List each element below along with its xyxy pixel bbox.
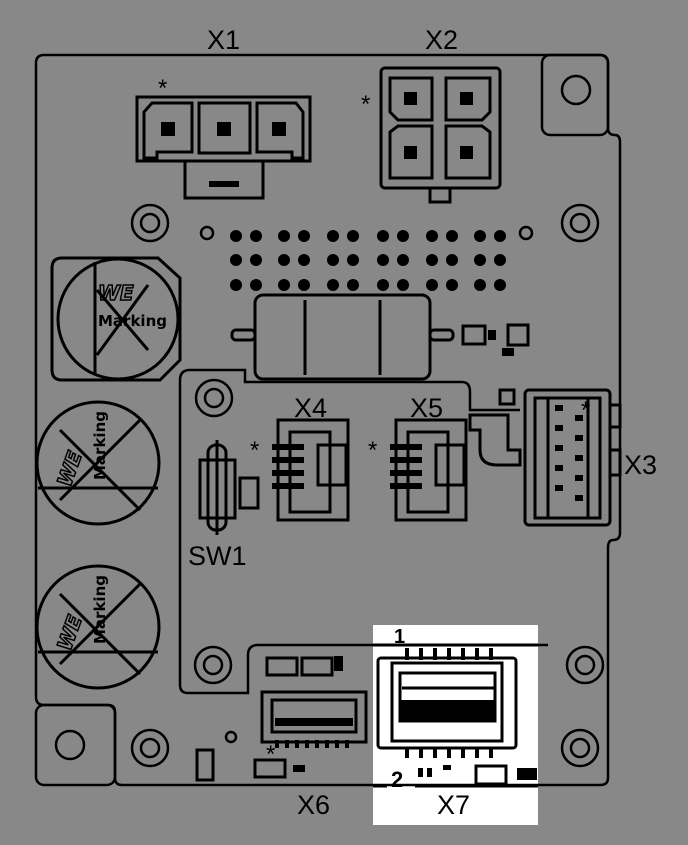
via-dot: [397, 279, 409, 291]
pin-1-label: 1: [394, 626, 405, 648]
via-dot: [494, 254, 506, 266]
connector-x6: [260, 690, 368, 748]
via-dot: [230, 279, 242, 291]
we-logo: WE: [52, 612, 87, 654]
connector-x4: [272, 418, 350, 522]
label-sw1: SW1: [188, 541, 247, 571]
small-components: [195, 323, 530, 782]
via-dot: [230, 254, 242, 266]
marking-text: Marking: [91, 575, 109, 644]
we-logo: WE: [52, 448, 87, 490]
via-dot: [327, 279, 339, 291]
label-x4: X4: [294, 393, 327, 423]
via-dot: [327, 230, 339, 242]
via-dot: [474, 254, 486, 266]
label-x2: X2: [425, 25, 458, 55]
via-dot: [474, 230, 486, 242]
inductor-3: WE Marking: [35, 564, 161, 690]
via-dot: [446, 279, 458, 291]
via-dot: [446, 254, 458, 266]
marking-text: Marking: [91, 411, 109, 480]
marking-text: Marking: [98, 312, 167, 330]
via-dot: [494, 230, 506, 242]
connector-x3: [523, 388, 622, 527]
via-dot: [426, 254, 438, 266]
via-dot: [298, 254, 310, 266]
via-dot: [327, 254, 339, 266]
switch-sw1: [198, 440, 237, 535]
label-x5: X5: [410, 393, 443, 423]
pin1-star-x4: *: [250, 437, 259, 464]
pin-2-label: 2: [391, 767, 403, 792]
region-outline-2: [178, 380, 548, 695]
via-dot: [250, 230, 262, 242]
board-notch: [540, 53, 610, 137]
via-dot: [298, 230, 310, 242]
via-dot: [230, 230, 242, 242]
via-dot: [397, 230, 409, 242]
via-dot: [278, 279, 290, 291]
we-logo: WE: [98, 281, 134, 305]
via-dot: [347, 230, 359, 242]
fuse: [230, 293, 455, 381]
via-dot: [347, 279, 359, 291]
via-array: [230, 230, 506, 291]
pin1-star-x5: *: [368, 437, 377, 464]
label-x1: X1: [207, 25, 240, 55]
board-notch-bl: [34, 703, 117, 787]
label-x6: X6: [297, 790, 330, 820]
connector-x2: [379, 66, 502, 204]
via-dot: [426, 230, 438, 242]
via-dot: [377, 254, 389, 266]
via-dot: [397, 254, 409, 266]
via-dot: [377, 279, 389, 291]
label-x3: X3: [624, 450, 657, 480]
via-dot: [446, 230, 458, 242]
via-dot: [347, 254, 359, 266]
via-dot: [494, 279, 506, 291]
pin1-star-x6: *: [266, 741, 275, 768]
label-x7: X7: [437, 790, 470, 820]
connector-x5: [390, 418, 468, 522]
via-dot: [278, 254, 290, 266]
inductor-1: WE Marking: [50, 256, 182, 382]
pin1-star-x2: *: [361, 91, 370, 118]
via-dot: [298, 279, 310, 291]
connector-x7: [373, 643, 538, 788]
via-dot: [377, 230, 389, 242]
region-outline: [178, 368, 520, 412]
mounting-holes: [54, 74, 605, 768]
via-dot: [426, 279, 438, 291]
connector-x1: [135, 95, 312, 200]
via-dot: [250, 254, 262, 266]
via-dot: [278, 230, 290, 242]
pin1-star-x1: *: [158, 75, 167, 102]
pin1-star-x3: *: [581, 397, 590, 424]
inductor-2: WE Marking: [35, 400, 161, 526]
via-dot: [250, 279, 262, 291]
via-dot: [474, 279, 486, 291]
